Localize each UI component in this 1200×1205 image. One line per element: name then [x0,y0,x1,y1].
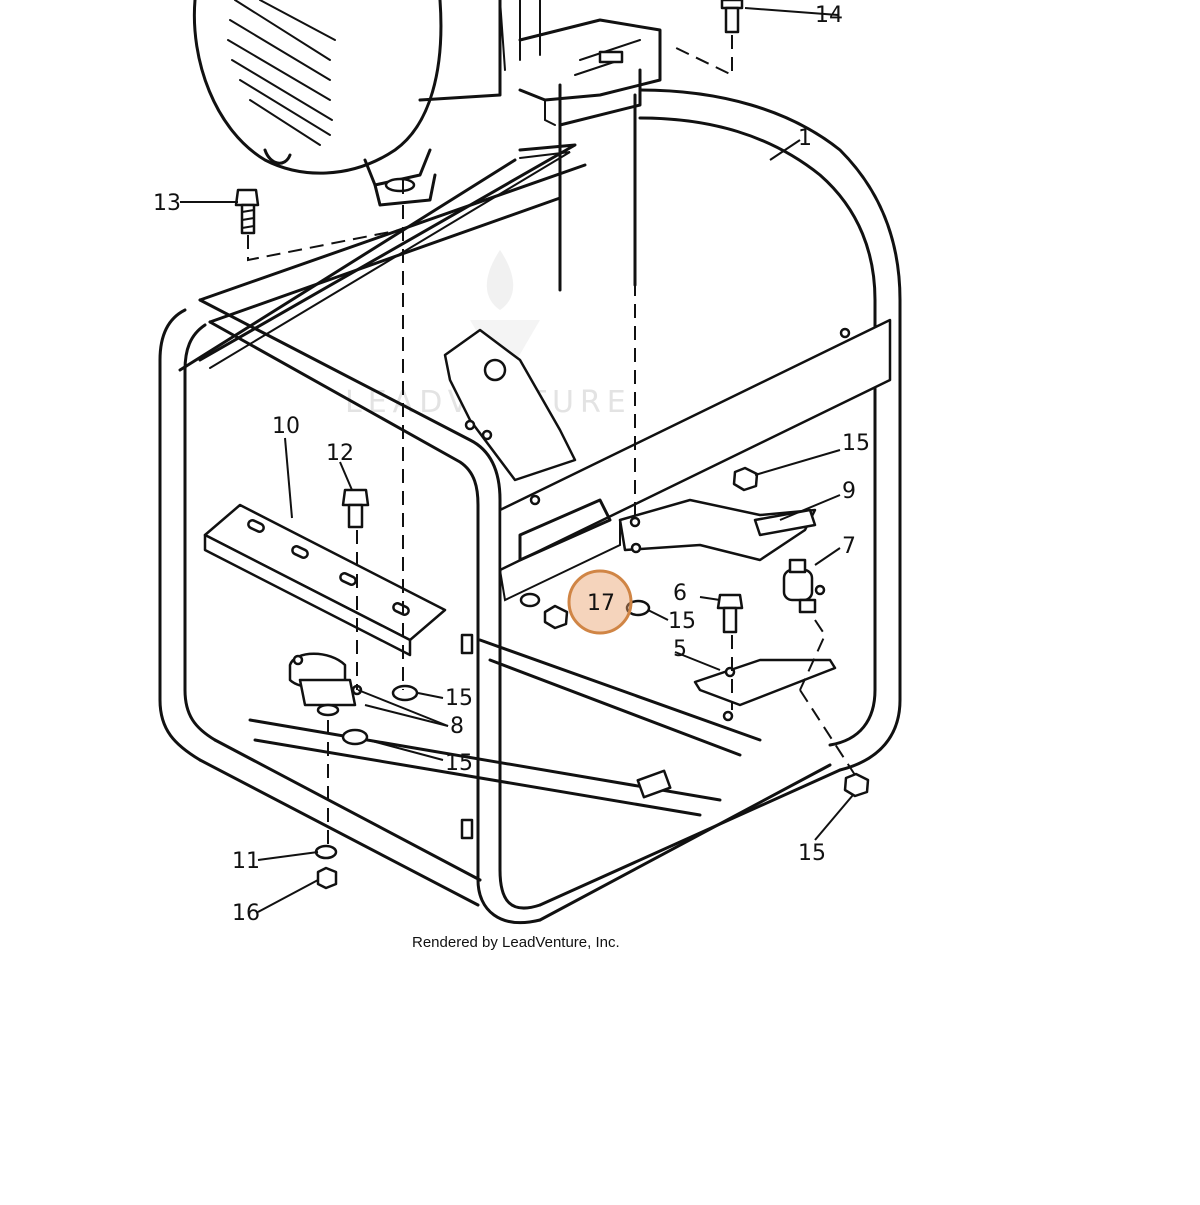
bolt-6 [716,593,744,634]
leader-lines [180,7,854,913]
bolt-12 [341,488,370,529]
callout-7[interactable]: 7 [842,534,856,559]
nut-15-center [625,599,651,617]
callout-9[interactable]: 9 [842,479,856,504]
part-10-bar [203,503,447,657]
nut-15-right [843,772,870,798]
callout-1[interactable]: 1 [798,126,812,151]
mount-slot [598,50,624,64]
callout-15-right[interactable]: 15 [798,841,826,866]
callout-6[interactable]: 6 [673,581,687,606]
engine-assembly [192,0,662,207]
callout-12[interactable]: 12 [326,441,354,466]
crossbeam [498,318,892,602]
nut-15-top [732,466,759,492]
right-mount-bracket [618,498,817,562]
frame-tab [460,633,474,655]
callout-15-top[interactable]: 15 [842,431,870,456]
frame-tab [460,818,474,840]
callout-8[interactable]: 8 [450,714,464,739]
callout-5[interactable]: 5 [673,637,687,662]
bolt-14 [720,0,744,34]
part-7-mount [782,558,826,614]
render-credit: Rendered by LeadVenture, Inc. [412,934,620,951]
washer-15-left [341,684,419,746]
bolt-13 [234,188,260,235]
engine-foot-hole [384,177,416,193]
callout-14[interactable]: 14 [815,3,843,28]
callout-10[interactable]: 10 [272,414,300,439]
callout-15-left-upper[interactable]: 15 [445,686,473,711]
callout-17[interactable]: 17 [587,591,615,616]
callout-16[interactable]: 16 [232,901,260,926]
callout-15-left-lower[interactable]: 15 [445,751,473,776]
washer-11 [314,844,338,860]
callout-11[interactable]: 11 [232,849,260,874]
callout-15-center[interactable]: 15 [668,609,696,634]
frame-clip [636,769,672,799]
nut-16 [316,866,338,890]
assembly-lines [247,35,856,845]
part-8-mount [288,652,363,717]
center-bracket [443,328,577,482]
callout-13[interactable]: 13 [153,191,181,216]
part-5-plate [693,658,837,722]
nut-17 [519,592,569,630]
highlight-17-marker[interactable] [567,569,633,635]
